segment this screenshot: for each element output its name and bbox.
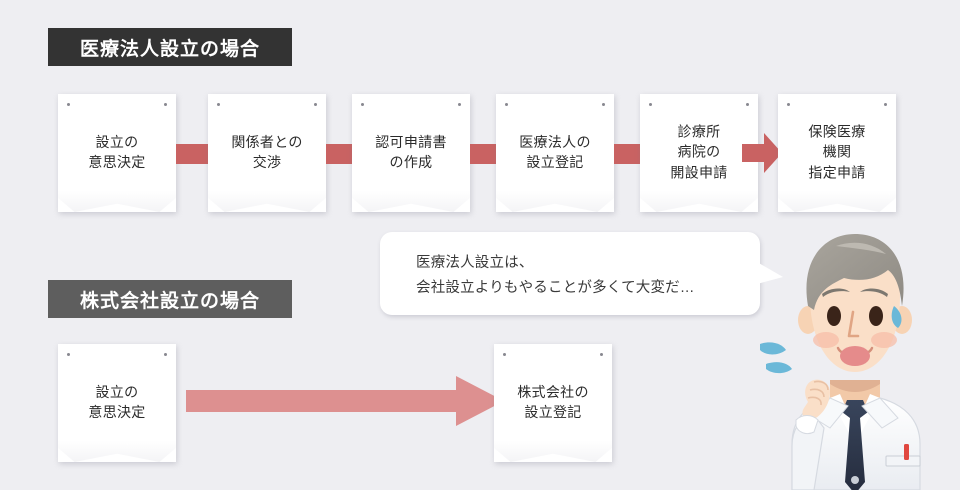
flow-step-label: 医療法人の 設立登記 — [519, 133, 591, 171]
flow-step-label: 株式会社の 設立登記 — [517, 383, 589, 421]
pin-dot-left-icon — [67, 353, 70, 356]
flow-step-card: 医療法人の 設立登記 — [496, 94, 614, 212]
card-surface — [494, 344, 612, 462]
flow-step-card: 関係者との 交渉 — [208, 94, 326, 212]
flow-connector-long-arrow — [186, 376, 504, 426]
flow-step-card: 保険医療 機関 指定申請 — [778, 94, 896, 212]
flow-connector-arrow — [742, 131, 782, 175]
flow-connector-bar — [326, 144, 358, 164]
card-surface — [778, 94, 896, 212]
card-surface — [640, 94, 758, 212]
flow-step-label: 認可申請書 の作成 — [375, 133, 447, 171]
pin-dot-right-icon — [314, 103, 317, 106]
pin-dot-right-icon — [884, 103, 887, 106]
flow-step-card: 設立の 意思決定 — [58, 94, 176, 212]
hand — [802, 379, 830, 421]
card-surface — [208, 94, 326, 212]
pin-dot-left-icon — [503, 353, 506, 356]
pin-dot-left-icon — [505, 103, 508, 106]
pin-dot-left-icon — [649, 103, 652, 106]
pin-dot-right-icon — [602, 103, 605, 106]
speech-bubble-text: 医療法人設立は、 会社設立よりもやることが多くて大変だ… — [416, 255, 695, 297]
sweat-drops-icon — [760, 342, 792, 374]
flow-step-card: 診療所 病院の 開設申請 — [640, 94, 758, 212]
flow-step-label: 関係者との 交渉 — [231, 133, 303, 171]
card-surface — [496, 94, 614, 212]
flow-step-label: 設立の 意思決定 — [88, 383, 146, 421]
mouth — [840, 346, 870, 366]
pin-dot-left-icon — [361, 103, 364, 106]
card-surface — [58, 344, 176, 462]
pin-dot-right-icon — [164, 353, 167, 356]
pin-dot-right-icon — [600, 353, 603, 356]
section-header-medical: 医療法人設立の場合 — [48, 28, 292, 66]
pin-dot-left-icon — [67, 103, 70, 106]
speech-bubble-tail — [757, 262, 783, 296]
flow-step-label: 設立の 意思決定 — [88, 133, 146, 171]
tear-drop-icon — [891, 306, 902, 328]
eyebrow-right — [860, 288, 888, 297]
pin-dot-right-icon — [458, 103, 461, 106]
hair — [806, 234, 904, 310]
eye-right — [869, 306, 883, 326]
card-surface — [58, 94, 176, 212]
flow-connector-bar — [470, 144, 502, 164]
pin-dot-left-icon — [217, 103, 220, 106]
pin-dot-right-icon — [164, 103, 167, 106]
worried-doctor-illustration — [752, 232, 960, 490]
pin-dot-right-icon — [746, 103, 749, 106]
section-header-corporate: 株式会社設立の場合 — [48, 280, 292, 318]
flow-step-card: 株式会社の 設立登記 — [494, 344, 612, 462]
eyebrow-left — [822, 288, 850, 297]
coat-pocket-with-pen — [885, 444, 921, 467]
flow-step-card: 認可申請書 の作成 — [352, 94, 470, 212]
pin-dot-left-icon — [787, 103, 790, 106]
flow-step-label: 保険医療 機関 指定申請 — [808, 123, 866, 180]
flow-connector-bar — [614, 144, 646, 164]
flow-step-card: 設立の 意思決定 — [58, 344, 176, 462]
eye-left — [827, 306, 841, 326]
card-surface — [352, 94, 470, 212]
speech-bubble: 医療法人設立は、 会社設立よりもやることが多くて大変だ… — [380, 232, 760, 315]
flow-connector-bar — [176, 144, 208, 164]
necktie — [842, 400, 868, 490]
flow-step-label: 診療所 病院の 開設申請 — [670, 123, 728, 180]
